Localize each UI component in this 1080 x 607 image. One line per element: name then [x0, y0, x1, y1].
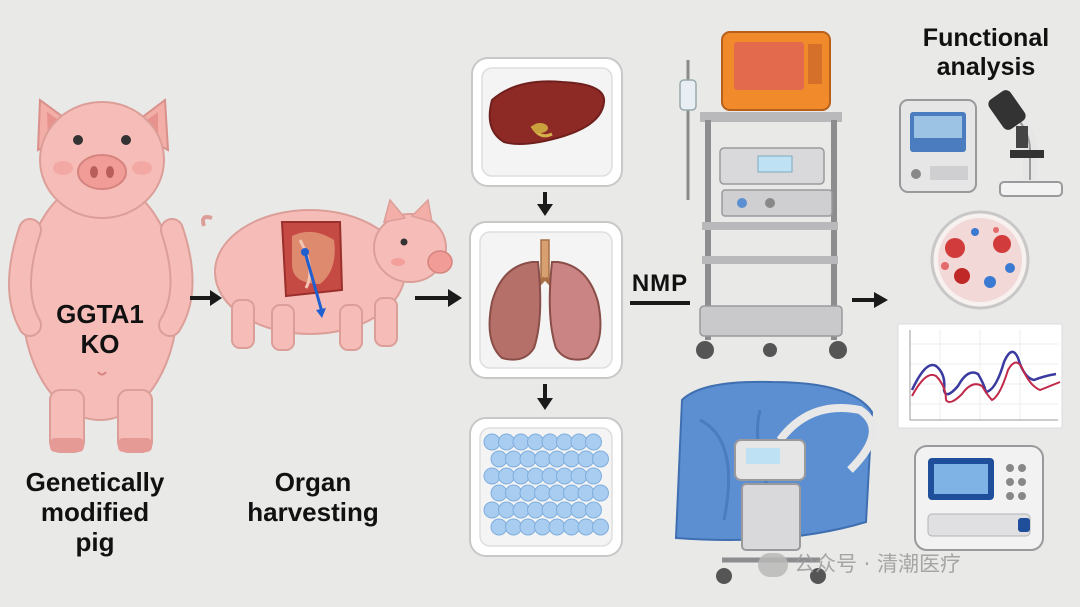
- cell-bead: [585, 467, 602, 485]
- cell-bead: [541, 501, 559, 519]
- ventilator-icon: [674, 380, 877, 584]
- functional-line1: Functional: [922, 24, 1050, 52]
- arrow-icon: [537, 384, 553, 410]
- line-graph-icon: [897, 323, 1063, 429]
- cell-bead: [577, 518, 595, 536]
- cell-bead: [541, 467, 559, 485]
- cell-bead: [512, 467, 530, 485]
- analyzer-icon: [914, 445, 1044, 551]
- perfusion-machine-icon: [679, 31, 847, 359]
- cell-bead: [512, 501, 530, 519]
- monitor-device-icon: [899, 99, 977, 193]
- cell-bead: [556, 501, 573, 519]
- cell-bead: [592, 484, 609, 502]
- cell-bead: [527, 467, 544, 485]
- cell-bead: [563, 484, 580, 502]
- cell-bead: [527, 433, 544, 451]
- cell-bead: [534, 484, 551, 502]
- cell-bead: [563, 518, 580, 536]
- cell-bead: [527, 501, 544, 519]
- cell-bead: [563, 450, 580, 468]
- pig-caption-line2: modified: [40, 496, 150, 527]
- cell-bead: [548, 518, 566, 536]
- pig-caption-line3: pig: [75, 526, 115, 557]
- cell-bead: [556, 467, 573, 485]
- cell-bead: [490, 518, 508, 536]
- nmp-label: NMP: [631, 270, 689, 297]
- cell-bead: [570, 467, 588, 485]
- cell-bead: [570, 433, 588, 451]
- harvest-line1: Organ: [274, 467, 352, 497]
- cell-bead: [483, 467, 501, 485]
- harvest-caption: Organ harvesting: [228, 467, 398, 528]
- cell-bead: [548, 450, 566, 468]
- arrow-icon: [852, 292, 888, 308]
- cell-bead: [519, 484, 537, 502]
- cells-tray-icon: [469, 417, 623, 557]
- pig-icon: [8, 98, 194, 453]
- cell-bead: [498, 467, 515, 485]
- cell-bead: [498, 433, 515, 451]
- arrow-icon: [415, 289, 462, 307]
- cell-bead: [570, 501, 588, 519]
- watermark-text: 公众号 · 清潮医疗: [794, 552, 962, 576]
- liver-tray-icon: [471, 57, 623, 187]
- cell-bead: [541, 433, 559, 451]
- cell-bead: [483, 433, 501, 451]
- cell-bead: [483, 501, 501, 519]
- petri-dish-icon: [930, 210, 1030, 310]
- wechat-icon: [758, 553, 788, 577]
- cell-bead: [577, 484, 595, 502]
- cell-bead: [592, 450, 609, 468]
- arrow-icon: [190, 290, 222, 306]
- cell-bead: [534, 518, 551, 536]
- functional-analysis-title: Functional analysis: [898, 24, 1074, 82]
- cell-bead: [490, 484, 508, 502]
- cell-bead: [498, 501, 515, 519]
- cell-bead: [585, 501, 602, 519]
- cell-bead: [556, 433, 573, 451]
- cell-bead: [519, 518, 537, 536]
- pig-gene-line1: GGTA1: [56, 299, 144, 329]
- cell-bead: [512, 433, 530, 451]
- cell-bead: [519, 450, 537, 468]
- cell-bead: [548, 484, 566, 502]
- cell-bead: [534, 450, 551, 468]
- pig-gene-line2: KO: [80, 328, 120, 359]
- watermark: 公众号 · 清潮医疗: [758, 548, 961, 578]
- microscope-icon: [988, 90, 1063, 197]
- cell-bead: [505, 450, 522, 468]
- pig-caption: Genetically modified pig: [10, 467, 180, 558]
- functional-line2: analysis: [936, 52, 1036, 81]
- cell-bead: [490, 450, 508, 468]
- harvest-line2: harvesting: [247, 496, 379, 527]
- cell-bead: [505, 484, 522, 502]
- cell-bead: [592, 518, 609, 536]
- cell-bead: [505, 518, 522, 536]
- pig-gene-label: GGTA1 KO: [40, 299, 160, 360]
- dissected-pig-icon: [201, 198, 453, 351]
- cell-bead: [577, 450, 595, 468]
- pig-caption-line1: Genetically: [25, 467, 165, 497]
- arrow-icon: [537, 192, 553, 216]
- lungs-tray-icon: [469, 221, 623, 379]
- cell-bead: [585, 433, 602, 451]
